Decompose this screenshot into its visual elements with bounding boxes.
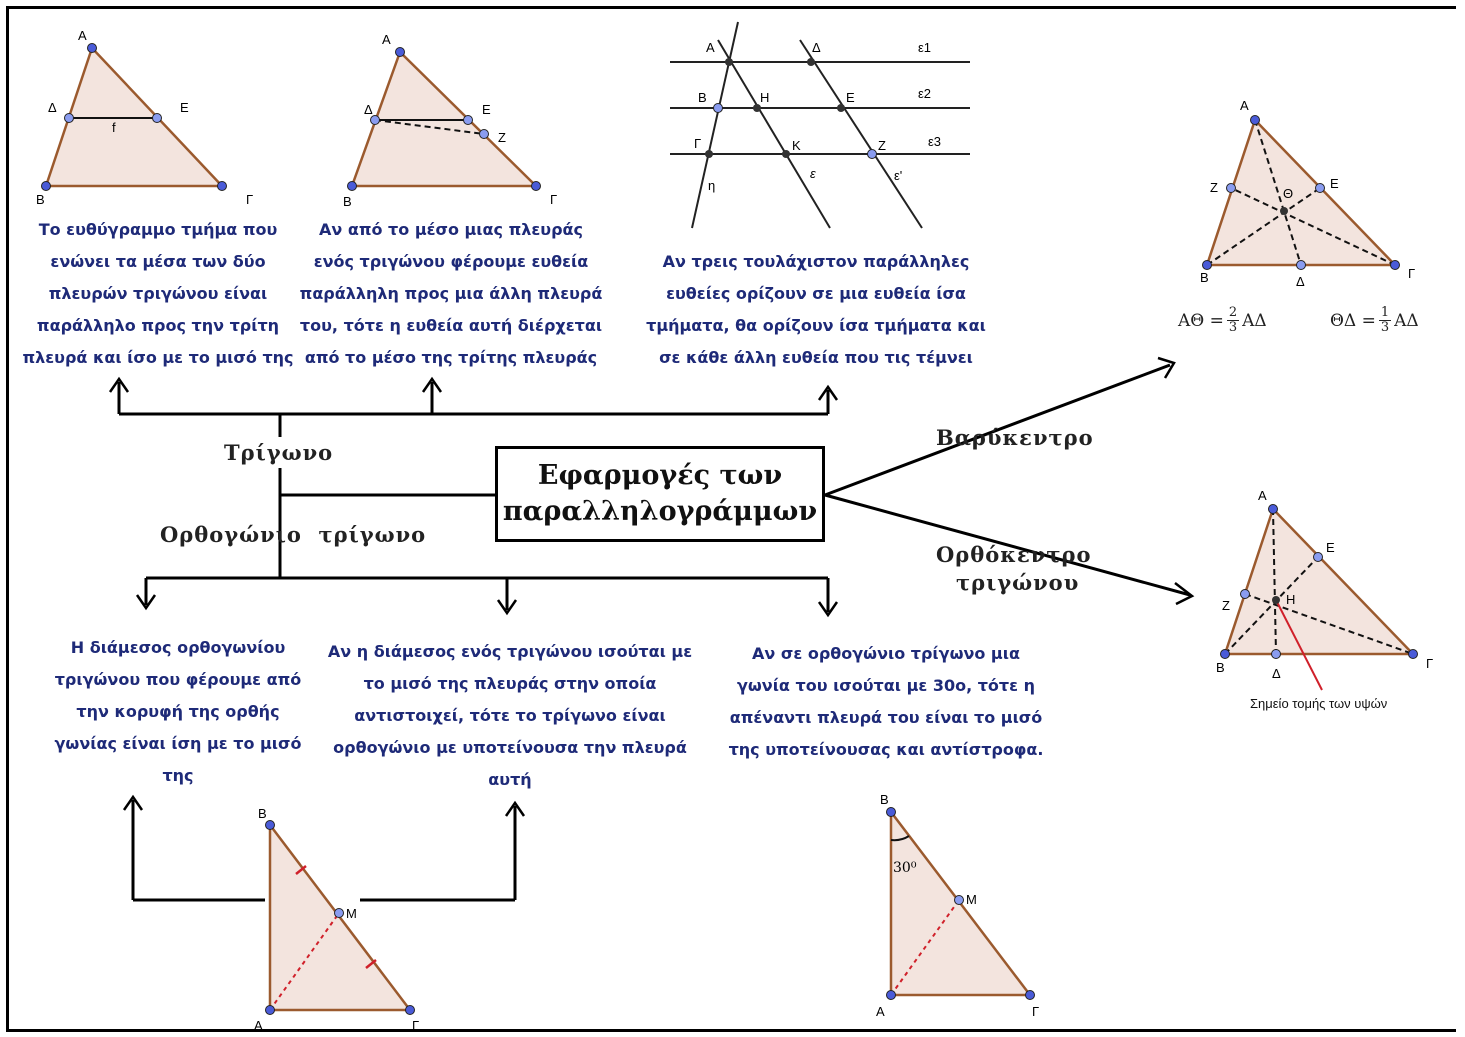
branch-centroid: Βαρύκεντρο [936,425,1094,450]
point-label: Δ [812,40,821,55]
theorem-angle-30: Αν σε ορθογώνιο τρίγωνο μια γωνία του ισ… [728,644,1044,759]
vertex-label: Ζ [1222,598,1230,613]
vertex-label: Ε [180,100,189,115]
vertex-label: Ζ [1210,180,1218,195]
vertex-label: Ε [1326,540,1335,555]
line-label: ε2 [918,86,931,101]
figure-midpoint-line: Α Β Γ Δ Ε Ζ [343,32,557,209]
branch-orthocenter-line2: τριγώνου [956,570,1080,595]
vertex-label: Δ [364,102,373,117]
mindmap-connectors [117,363,1191,902]
segment-label: f [112,120,116,135]
theorem-midpoint-line: Αν από το μέσο μιας πλευράς ενός τριγώνο… [299,220,603,367]
formula-rhs: ΑΔ [1394,310,1419,331]
theorem-median-converse: Αν η διάμεσος ενός τριγώνου ισούται με τ… [327,642,693,789]
vertex-label: Α [1240,98,1249,113]
line-label: ε3 [928,134,941,149]
vertex-label: Γ [1408,266,1415,281]
vertex-label: Μ [966,892,977,907]
vertex-label: Α [1258,488,1267,503]
vertex-label: Ζ [498,130,506,145]
vertex-label: Α [254,1018,263,1033]
formula-lhs: ΑΘ = [1178,310,1224,331]
point-label: Ζ [878,138,886,153]
vertex-label: Α [78,28,87,43]
figure-parallels [670,21,970,229]
fraction-denominator: 3 [1228,320,1238,335]
vertex-label: Γ [1032,1004,1039,1019]
vertex-label: Β [258,806,267,821]
figure-parallels-points: Α Δ Β Η Ε Γ Κ Ζ η ε ε' ε1 ε2 ε3 [694,40,941,193]
formula-rhs: ΑΔ [1242,310,1267,331]
line-label: η [708,178,715,193]
vertex-label: Γ [246,192,253,207]
line-label: ε' [894,168,902,183]
line-label: ε [810,166,816,181]
vertex-label: Δ [1272,666,1281,681]
theorem-parallels: Αν τρεις τουλάχιστον παράλληλες ευθείες … [646,252,986,367]
figure-right-median: Β Α Γ Μ [254,806,419,1033]
figure-angle-30: Β Α Γ Μ 30⁰ [876,792,1039,1019]
point-label: Ε [846,90,855,105]
vertex-label: Α [382,32,391,47]
line-label: ε1 [918,40,931,55]
fraction-denominator: 3 [1380,320,1390,335]
fraction-numerator: 1 [1378,305,1392,321]
branch-orthocenter-line1: Ορθόκεντρο [936,542,1092,567]
central-topic-box: Εφαρμογές των παραλληλογράμμων [495,446,825,542]
point-label: Η [760,90,769,105]
vertex-label: Β [1200,270,1209,285]
vertex-label: Β [343,194,352,209]
vertex-label: Ε [482,102,491,117]
vertex-label: Γ [412,1018,419,1033]
figure-centroid: Α Β Γ Δ Ζ Ε Θ [1200,98,1415,289]
point-label: Γ [694,136,701,151]
central-topic-title: Εφαρμογές των παραλληλογράμμων [502,460,818,527]
angle-label: 30⁰ [893,860,917,876]
vertex-label: Β [36,192,45,207]
vertex-label: Δ [48,100,57,115]
point-label: Α [706,40,715,55]
figure-orthocenter: Α Β Γ Δ Ζ Ε Η [1216,488,1433,691]
point-label: Κ [792,138,801,153]
vertex-label: Α [876,1004,885,1019]
branch-right-triangle: Ορθογώνιο τρίγωνο [160,522,427,547]
branch-triangle: Τρίγωνο [224,440,334,465]
figure-midsegment: Α Β Γ Δ Ε f [36,28,253,207]
vertex-label: Δ [1296,274,1305,289]
vertex-label: Β [880,792,889,807]
fraction-numerator: 2 [1226,305,1240,321]
vertex-label: Θ [1283,186,1293,201]
point-label: Β [698,90,707,105]
vertex-label: Β [1216,660,1225,675]
vertex-label: Η [1286,592,1295,607]
arrowheads [108,356,1195,817]
vertex-label: Γ [1426,656,1433,671]
vertex-label: Γ [550,192,557,207]
vertex-label: Μ [346,906,357,921]
vertex-label: Ε [1330,176,1339,191]
orthocenter-caption: Σημείο τομής των υψών [1250,696,1388,711]
theorem-median-right: Η διάμεσος ορθογωνίου τριγώνου που φέρου… [54,638,302,785]
page-frame [6,6,1456,1032]
formula-lhs: ΘΔ = [1330,310,1376,331]
theorem-midsegment: Το ευθύγραμμο τμήμα που ενώνει τα μέσα τ… [22,220,294,367]
